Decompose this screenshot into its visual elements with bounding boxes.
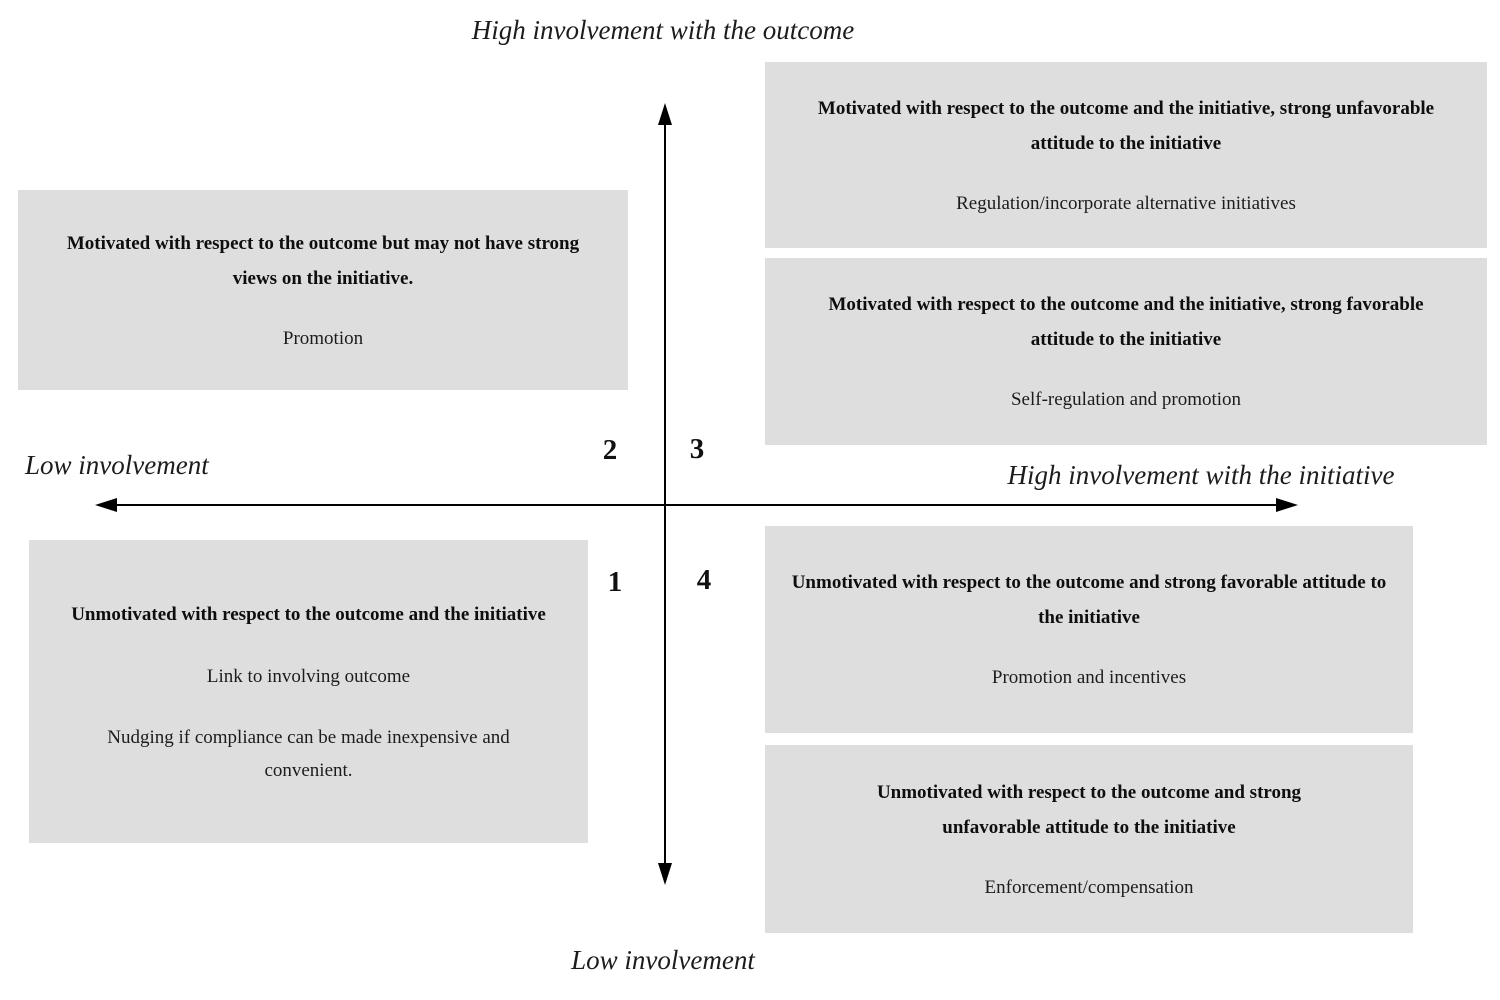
- vertical-axis-arrowhead-bottom: [658, 863, 672, 885]
- quadrant-4-unfavorable-strategy: Enforcement/compensation: [984, 876, 1194, 898]
- quadrant-4-favorable-title: Unmotivated with respect to the outcome …: [791, 572, 1387, 628]
- horizontal-axis-arrowhead-left: [95, 498, 117, 512]
- quadrant-2-box-strategy: Promotion: [282, 327, 364, 349]
- vertical-axis-arrowhead-top: [658, 103, 672, 125]
- quadrant-3-box-unfavorable: Motivated with respect to the outcome an…: [765, 62, 1487, 248]
- quadrant-number-1: 1: [607, 566, 623, 598]
- quadrant-2-box: Motivated with respect to the outcome bu…: [18, 190, 628, 390]
- quadrant-4-favorable-strategy: Promotion and incentives: [991, 667, 1187, 688]
- quadrant-4-box-favorable: Unmotivated with respect to the outcome …: [765, 526, 1413, 733]
- quadrant-4-unfavorable-title: Unmotivated with respect to the outcome …: [876, 781, 1302, 838]
- bottom-axis-label: Low involvement: [571, 945, 755, 975]
- quadrant-1-box-strategy-2: Nudging if compliance can be made inexpe…: [107, 726, 510, 781]
- quadrant-4-box-unfavorable: Unmotivated with respect to the outcome …: [765, 745, 1413, 933]
- quadrant-number-3: 3: [689, 433, 705, 465]
- horizontal-axis-arrowhead-right: [1276, 498, 1298, 512]
- quadrant-3-unfavorable-title: Motivated with respect to the outcome an…: [817, 97, 1435, 154]
- top-axis-label: High involvement with the outcome: [471, 15, 855, 45]
- quadrant-3-favorable-strategy: Self-regulation and promotion: [1010, 389, 1242, 410]
- left-axis-label: Low involvement: [25, 450, 209, 480]
- quadrant-3-unfavorable-strategy: Regulation/incorporate alternative initi…: [956, 192, 1296, 214]
- quadrant-3-box-favorable: Motivated with respect to the outcome an…: [765, 258, 1487, 445]
- quadrant-3-favorable-title: Motivated with respect to the outcome an…: [828, 294, 1424, 350]
- quadrant-2-box-title: Motivated with respect to the outcome bu…: [66, 232, 580, 289]
- quadrant-1-box: Unmotivated with respect to the outcome …: [29, 540, 588, 843]
- quadrant-number-2: 2: [602, 434, 618, 466]
- quadrant-number-4: 4: [696, 564, 712, 596]
- quadrant-1-box-strategy-1: Link to involving outcome: [206, 665, 411, 687]
- quadrant-1-box-title: Unmotivated with respect to the outcome …: [71, 603, 546, 625]
- right-axis-label: High involvement with the initiative: [1007, 460, 1395, 490]
